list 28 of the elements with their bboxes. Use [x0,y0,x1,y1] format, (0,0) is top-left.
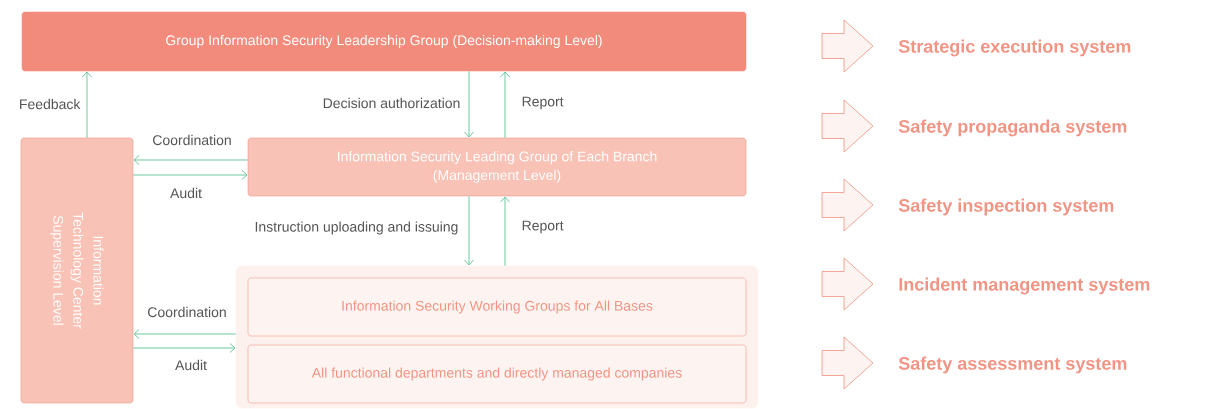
arrow [464,195,474,266]
level-box: Information Security Working Groups for All Bases [247,277,747,337]
edge-label: Report [520,95,565,111]
edge-label: Coordination [151,133,234,147]
level-box: Group Information Security Leadership Group (Decision-making Level) [21,11,747,72]
edge-label: Audit [173,358,209,372]
arrow [82,71,92,139]
system-label: Strategic execution system [898,39,1131,57]
edge-label: Report [520,219,565,235]
arrow [464,70,474,138]
edge-label: Audit [168,186,204,200]
edge-label: Coordination [146,305,229,319]
level-box: Information Security Leading Group of Each Branch (Management Level) [247,137,747,197]
arrow [133,329,237,339]
system-label: Safety assessment system [898,356,1127,374]
arrow [132,170,248,180]
system-label: Safety propaganda system [898,119,1127,137]
system-label: Incident management system [899,277,1150,295]
arrow [132,343,236,353]
level-box: All functional departments and directly managed companies [247,344,747,404]
arrow [133,155,249,165]
level-box: Information Technology Center Supervision Level [20,137,134,404]
system-label: Safety inspection system [898,198,1114,216]
edge-label: Decision authorization [321,96,462,110]
arrow [500,196,510,267]
edge-label: Feedback [17,97,82,111]
arrow [500,71,510,139]
edge-label: Instruction uploading and issuing [253,220,460,236]
